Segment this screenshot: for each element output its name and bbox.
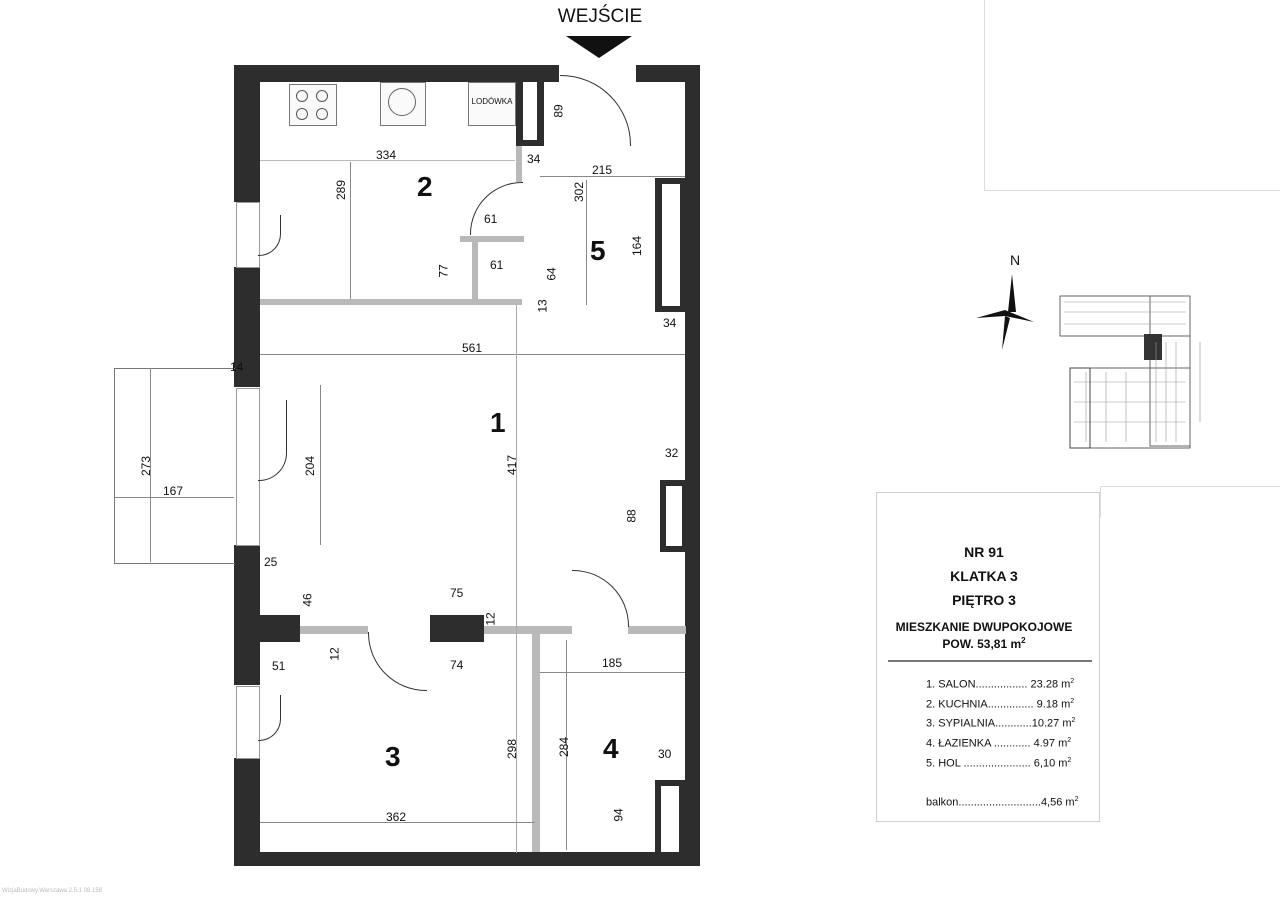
dim-label: 34 <box>663 316 677 330</box>
apartment-area: POW. 53,81 m2 <box>942 636 1026 651</box>
dim-label: 12 <box>327 647 342 661</box>
entrance-arrow-icon <box>566 36 632 58</box>
wall-left-mid2 <box>234 545 260 685</box>
dim-label: 13 <box>535 299 550 313</box>
building-thumbnail-icon <box>1059 295 1201 449</box>
wall-right <box>685 65 700 866</box>
top-right-frame <box>984 0 1280 191</box>
dim-label: 74 <box>450 658 464 672</box>
wall-bottom <box>234 852 700 866</box>
legend-divider <box>888 660 1092 662</box>
dim-label: 362 <box>386 810 407 824</box>
dim-label: 289 <box>334 179 349 201</box>
info-panel <box>876 492 1100 822</box>
dim-label: 273 <box>139 455 154 477</box>
wall-bathroom-top <box>628 626 686 634</box>
room-number-kitchen: 2 <box>417 171 433 202</box>
wall-bedroom-mid <box>430 615 484 642</box>
compass-icon <box>976 274 1034 350</box>
apartment-number: NR 91 <box>964 544 1004 560</box>
room-number-bathroom: 4 <box>603 733 619 764</box>
dim-label: 89 <box>551 104 566 118</box>
burner-icon <box>316 108 328 120</box>
legend-row-kuchnia: 2. KUCHNIA............... 9.18 m2 <box>926 698 1075 711</box>
room-number-living: 1 <box>490 407 506 438</box>
wall-top-right <box>636 65 700 82</box>
dim-label: 14 <box>230 360 244 374</box>
entrance-door[interactable] <box>560 75 631 146</box>
wall-bedroom-left <box>260 615 300 642</box>
legend-row-balkon: balkon...........................4,56 m2 <box>926 796 1079 809</box>
counter-line <box>260 160 515 161</box>
wall-left-upper <box>234 65 260 202</box>
floor-label: PIĘTRO 3 <box>952 592 1016 608</box>
fridge-label: LODÓWKA <box>471 97 513 106</box>
wall-kitchen-stub <box>472 236 478 304</box>
burner-icon <box>296 90 308 102</box>
wall-bathroom-left <box>532 626 540 852</box>
window-living <box>236 388 260 546</box>
dim-label: 46 <box>300 593 315 607</box>
dim-label: 185 <box>602 656 623 670</box>
dim-label: 12 <box>483 612 498 626</box>
stove <box>289 84 337 126</box>
wall-bedroom-b <box>484 626 572 634</box>
sink-bowl-icon <box>388 88 416 116</box>
dim-label: 51 <box>272 659 286 673</box>
dim-label: 34 <box>527 152 541 166</box>
dim-label: 298 <box>505 738 520 760</box>
dim-label: 417 <box>505 454 520 476</box>
north-label: N <box>1010 252 1021 268</box>
burner-icon <box>296 108 308 120</box>
wall-hall-left <box>516 146 522 182</box>
wall-left-lower <box>234 758 260 866</box>
legend-row-sypialnia: 3. SYPIALNIA............10.27 m2 <box>926 717 1076 730</box>
dim-label: 77 <box>436 264 451 278</box>
dim-label: 61 <box>484 212 498 226</box>
dim-label: 25 <box>264 555 278 569</box>
balcony-outline <box>114 368 235 564</box>
dim-label: 30 <box>658 747 672 761</box>
room-number-bedroom: 3 <box>385 741 401 772</box>
wall-left-mid1 <box>234 267 260 387</box>
window-kitchen <box>236 202 260 268</box>
bedroom-door[interactable] <box>368 632 427 691</box>
legend-row-salon: 1. SALON................. 23.28 m2 <box>926 678 1075 691</box>
window-swing <box>258 695 281 741</box>
dim-label: 94 <box>611 808 626 822</box>
legend-row-lazienka: 4. ŁAZIENKA ............ 4.97 m2 <box>926 737 1072 750</box>
footer-watermark: WizjaBudowy.Warszawa 2.5.1 08.158 <box>2 888 103 894</box>
dim-label: 204 <box>303 455 318 477</box>
wall-bedroom-a <box>300 626 368 634</box>
dim-label: 215 <box>592 163 613 177</box>
dim-label: 61 <box>490 258 504 272</box>
dim-label: 75 <box>450 586 464 600</box>
dim-label: 164 <box>630 235 645 257</box>
bathroom-door[interactable] <box>572 570 629 627</box>
dim-label: 167 <box>163 484 184 498</box>
wall-top-left <box>234 65 559 82</box>
apartment-type: MIESZKANIE DWUPOKOJOWE <box>895 620 1073 634</box>
dim-label: 561 <box>462 341 483 355</box>
kitchen-door[interactable] <box>470 182 523 235</box>
dim-label: 334 <box>376 148 397 162</box>
burner-icon <box>316 90 328 102</box>
dim-label: 284 <box>557 736 572 758</box>
dim-label: 302 <box>572 181 587 203</box>
entrance-label: WEJŚCIE <box>557 6 643 27</box>
wall-kitchen-living <box>260 299 522 305</box>
wall-kitchen-stub-top <box>460 236 524 242</box>
staircase-label: KLATKA 3 <box>950 568 1018 584</box>
info-panel-outer-frame <box>1100 486 1280 517</box>
dim-label: 64 <box>544 267 559 281</box>
fridge <box>468 82 516 126</box>
room-number-hall: 5 <box>590 235 606 266</box>
legend-row-hol: 5. HOL ...................... 6,10 m2 <box>926 757 1072 770</box>
window-swing <box>258 400 287 481</box>
window-swing <box>258 215 281 256</box>
floor-plan: WEJŚCIE LODÓWKA <box>114 6 700 866</box>
dim-label: 32 <box>665 446 679 460</box>
window-bedroom <box>236 686 260 759</box>
dim-label: 88 <box>624 509 639 523</box>
